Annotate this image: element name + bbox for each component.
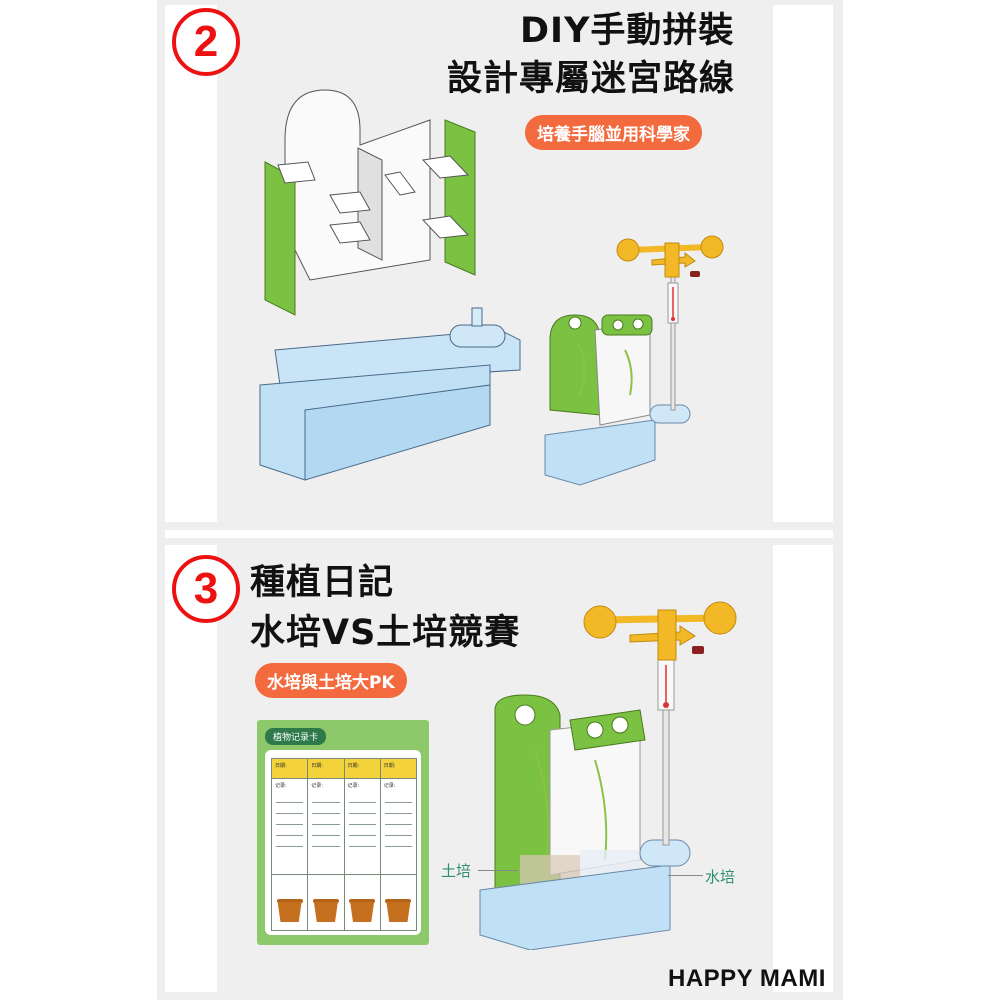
record-label: 记录: <box>275 783 287 789</box>
section-number-2: 2 <box>172 8 240 76</box>
pot-seed-icon <box>277 902 302 922</box>
brand-watermark: HAPPY MAMI <box>668 965 826 992</box>
pot-seedling-icon <box>350 902 375 922</box>
pot-sprout-icon <box>313 902 338 922</box>
soil-culture-label: 土培 <box>441 862 472 880</box>
section-divider <box>165 530 833 538</box>
record-label: 记录: <box>311 783 323 789</box>
record-column: 日期: 记录: <box>272 759 309 930</box>
record-column: 日期: 记录: <box>308 759 345 930</box>
water-leader-line <box>668 875 703 876</box>
date-label: 日期: <box>272 759 308 779</box>
record-label: 记录: <box>383 783 396 789</box>
right-margin <box>773 545 833 992</box>
soil-leader-line <box>478 870 518 871</box>
date-label: 日期: <box>380 759 416 779</box>
pot-flower-icon <box>386 902 411 922</box>
record-grid: 日期: 记录: 日期: 记录: 日期: 记录: 日期: 记录: <box>271 758 417 931</box>
date-label: 日期: <box>344 759 380 779</box>
left-margin <box>165 5 217 522</box>
record-label: 记录: <box>347 783 360 789</box>
date-label: 日期: <box>308 759 344 779</box>
section-2-title-line1: DIY手動拼裝 <box>520 11 735 51</box>
record-card-title: 植物记录卡 <box>265 728 327 745</box>
plant-record-card: 植物记录卡 日期: 记录: 日期: 记录: 日期: 记录: 日期: <box>257 720 429 945</box>
section-3-title-line1: 種植日記 <box>250 563 395 603</box>
section-3-title-line2: 水培VS土培競賽 <box>250 613 521 653</box>
section-3-badge: 水培與土培大PK <box>255 663 407 698</box>
section-2-badge: 培養手腦並用科學家 <box>525 115 702 150</box>
record-column: 日期: 记录: <box>344 759 381 930</box>
water-culture-label: 水培 <box>705 868 736 886</box>
record-column: 日期: 记录: <box>380 759 416 930</box>
planter-illustration <box>479 601 737 950</box>
maze-parts-illustration <box>259 89 724 486</box>
right-margin <box>773 5 833 522</box>
section-2-title-line2: 設計專屬迷宮路線 <box>447 59 736 99</box>
section-number-3: 3 <box>172 555 240 623</box>
